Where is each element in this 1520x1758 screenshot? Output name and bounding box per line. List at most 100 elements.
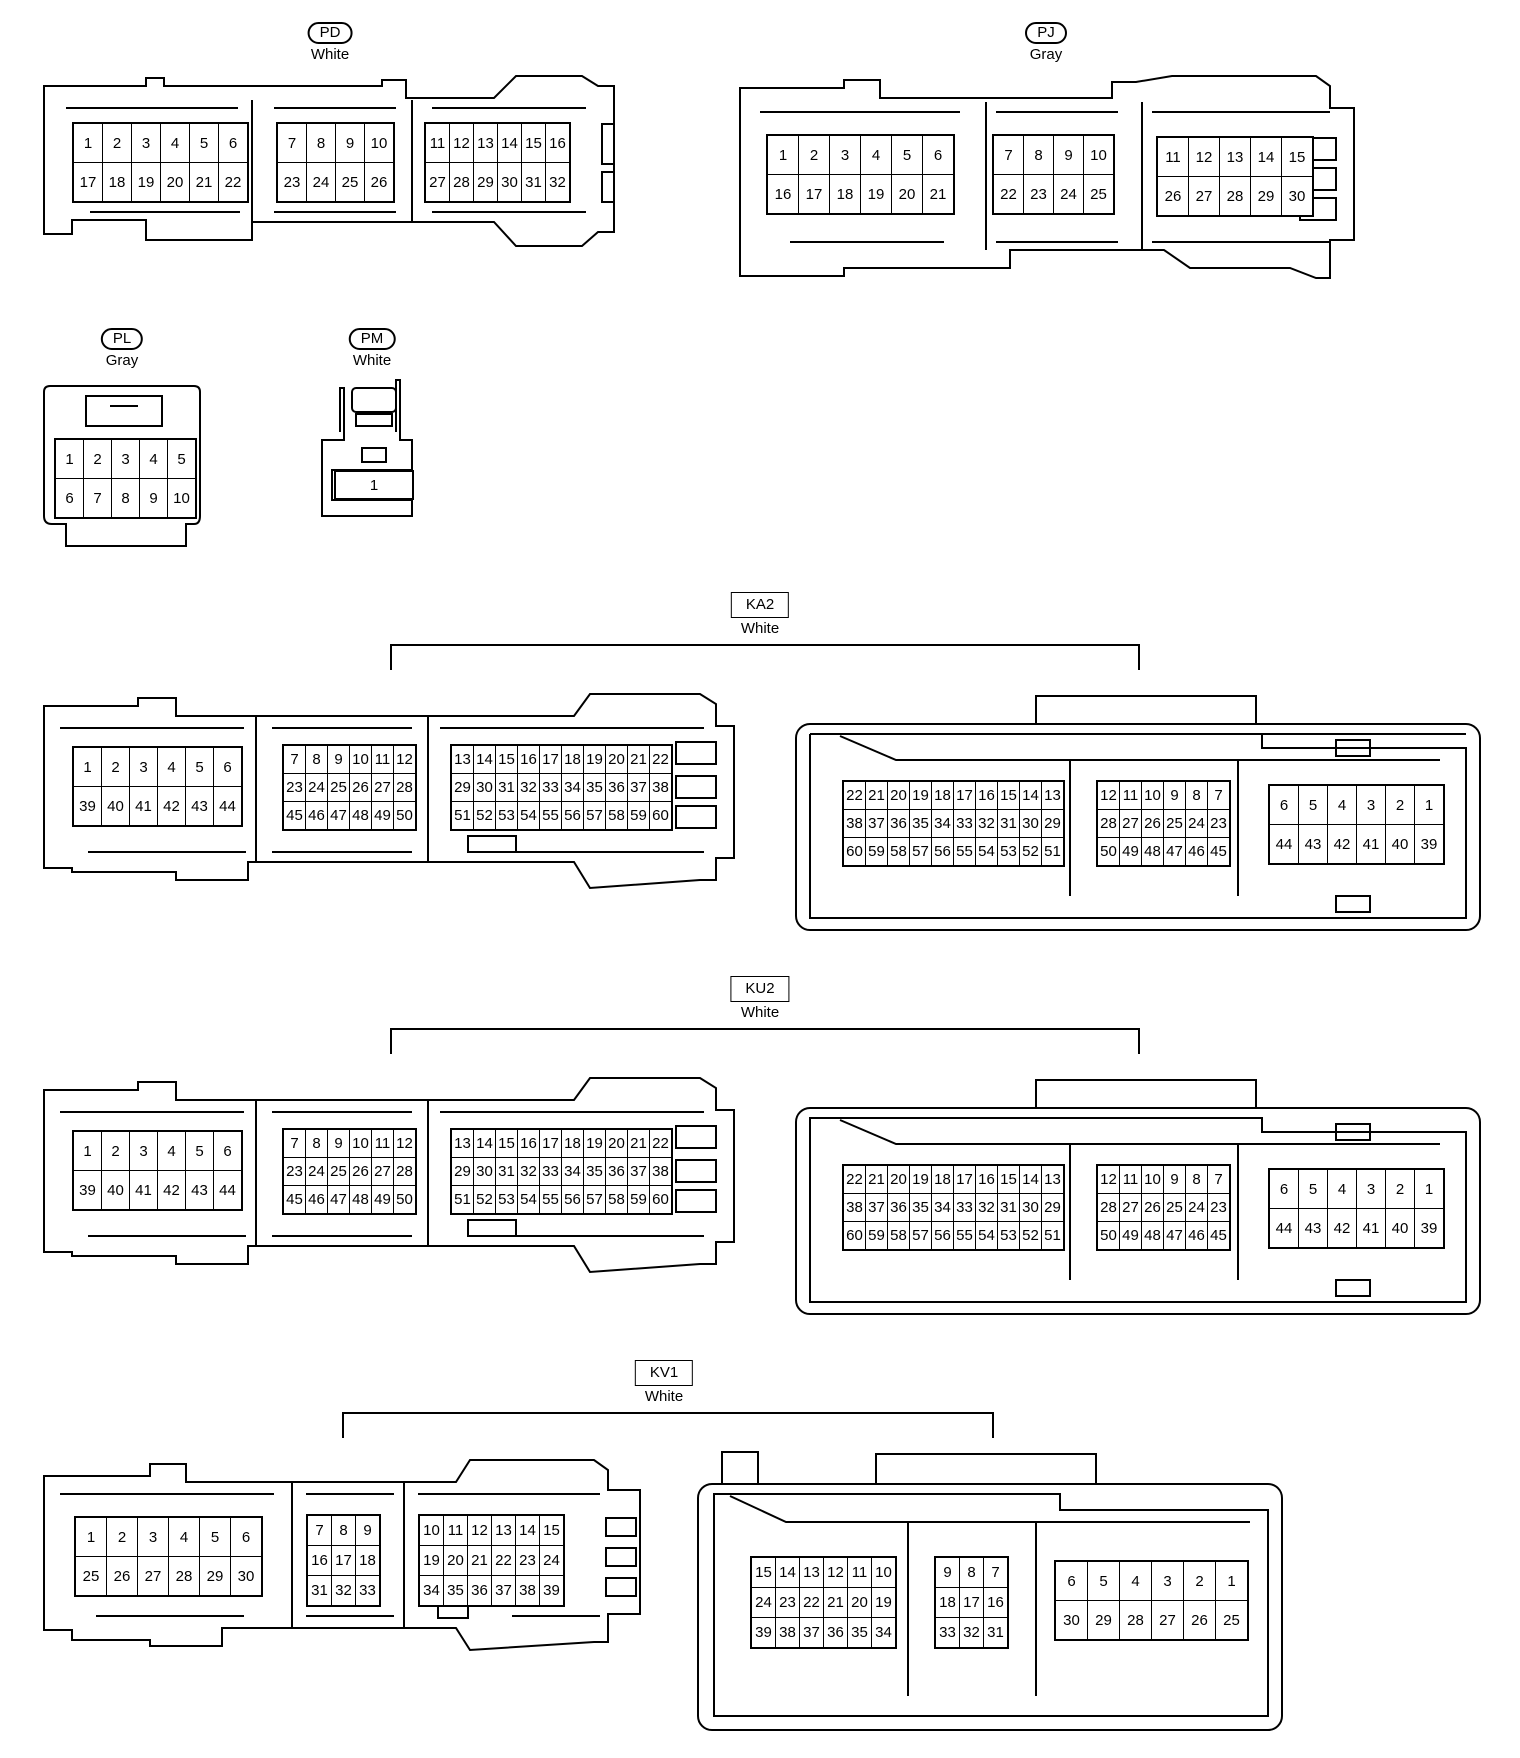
pin-cell: 36 [605,1157,628,1186]
pin-cell: 19 [871,1587,897,1618]
pin-cell: 37 [627,773,650,802]
pin-cell: 16 [983,1587,1009,1618]
pin-cell: 3 [829,134,861,175]
pin-cell: 7 [282,744,306,774]
pin-cell: 29 [199,1556,231,1597]
pin-cell: 25 [327,1157,350,1186]
pin-cell: 44 [1268,1208,1299,1249]
pin-cell: 38 [842,809,866,838]
pin-cell: 37 [627,1157,650,1186]
pin-cell: 16 [975,780,998,810]
pin-cell: 42 [157,786,186,827]
pin-cell: 37 [491,1575,516,1607]
pin-cell: 5 [1298,784,1328,825]
pl-color: Gray [105,352,139,369]
pin-cell: 24 [306,162,336,203]
pin-cell: 26 [106,1556,138,1597]
pin-cell: 43 [185,786,214,827]
pin-cell: 47 [1163,1221,1186,1251]
pin-cell: 13 [450,1128,474,1158]
pin-cell: 19 [909,780,932,810]
pin-cell: 10 [349,744,372,774]
pin-cell: 45 [282,801,306,831]
pin-cell: 36 [823,1617,848,1649]
pin-cell: 60 [842,1221,866,1251]
pin-cell: 15 [495,1128,518,1158]
pin-cell: 2 [798,134,830,175]
pin-cell: 6 [230,1516,263,1557]
pin-cell: 21 [189,162,219,203]
pin-cell: 25 [74,1556,107,1597]
pin-cell: 13 [1041,1164,1065,1194]
pin-cell: 28 [393,1157,417,1186]
pin-cell: 2 [101,746,130,787]
pin-cell: 7 [983,1556,1009,1588]
pin-cell: 4 [1327,784,1357,825]
pin-cell: 43 [1298,1208,1328,1249]
pin-cell: 50 [1096,1221,1120,1251]
pin-cell: 47 [327,801,350,831]
pin-cell: 1 [72,122,103,163]
pin-cell: 2 [1385,784,1415,825]
pin-cell: 28 [168,1556,200,1597]
pin-cell: 26 [349,773,372,802]
pin-cell: 2 [83,438,112,479]
pin-cell: 34 [931,809,954,838]
pin-cell: 38 [515,1575,540,1607]
pin-cell: 5 [891,134,923,175]
pin-cell: 27 [371,773,394,802]
pin-cell: 1 [72,1130,102,1171]
ku2-color: White [740,1004,780,1021]
pin-cell: 19 [909,1164,932,1194]
pin-cell: 20 [891,174,923,215]
pin-cell: 6 [1054,1560,1088,1601]
pin-cell: 6 [218,122,249,163]
pin-cell: 21 [865,780,888,810]
pin-cell: 32 [331,1575,356,1607]
pin-cell: 22 [218,162,249,203]
pin-cell: 32 [545,162,571,203]
pin-cell: 37 [865,1193,888,1222]
pin-cell: 4 [1327,1168,1357,1209]
pin-cell: 43 [1298,824,1328,865]
pin-cell: 55 [539,801,562,831]
pin-cell: 48 [349,801,372,831]
pin-cell: 1 [54,438,84,479]
pin-cell: 27 [371,1157,394,1186]
pin-cell: 6 [213,746,243,787]
pin-cell: 29 [473,162,498,203]
ku2-code: KU2 [730,976,790,1002]
pin-cell: 16 [517,1128,540,1158]
pin-cell: 39 [1414,824,1445,865]
pin-cell: 45 [1207,1221,1231,1251]
pin-cell: 31 [521,162,546,203]
pin-cell: 24 [305,1157,328,1186]
pin-cell: 10 [1141,1164,1164,1194]
pin-cell: 23 [775,1587,800,1618]
pin-cell: 29 [1041,809,1065,838]
